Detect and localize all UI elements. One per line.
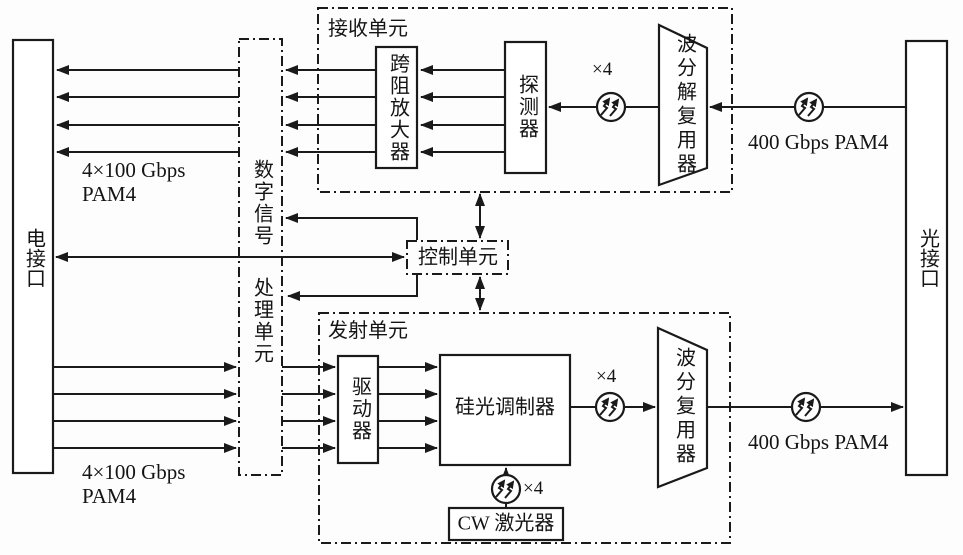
control-unit-label: 控制单元 xyxy=(418,246,498,269)
lane-rate-rx-line2: PAM4 xyxy=(82,182,137,207)
lane-rate-rx-line1: 4×100 Gbps xyxy=(82,158,186,182)
electrical-interface-label: 电接口 xyxy=(22,228,45,288)
demux-label: 波分解复用器 xyxy=(673,33,696,177)
detector-label: 探测器 xyxy=(515,74,538,140)
fiber-icon xyxy=(792,393,820,421)
lane-rate-tx-line2: PAM4 xyxy=(82,484,137,509)
aggregate-rate-label-rx: 400 Gbps PAM4 xyxy=(748,130,889,154)
laser-fiber-icon xyxy=(492,475,520,503)
times4-label-tx: ×4 xyxy=(596,366,617,387)
dsp-box xyxy=(238,38,283,476)
fiber-icon xyxy=(596,393,624,421)
transmitter-unit-label: 发射单元 xyxy=(328,320,408,342)
dsp-label-line2: 处理单元 xyxy=(250,277,273,365)
aggregate-rate-label-tx: 400 Gbps PAM4 xyxy=(748,430,889,454)
dsp-label-line1: 数字信号 xyxy=(250,159,273,247)
fiber-icon xyxy=(795,93,823,121)
tia-label: 跨阻放大器 xyxy=(386,53,409,163)
mux-label: 波分复用器 xyxy=(672,347,695,467)
receiver-unit-label: 接收单元 xyxy=(328,18,408,40)
transmitter-unit-box xyxy=(318,312,731,544)
optical-interface-label: 光接口 xyxy=(916,228,939,288)
times4-label-rx: ×4 xyxy=(592,59,613,80)
cw-laser-label: CW 激光器 xyxy=(457,512,555,535)
lane-rate-tx-line1: 4×100 Gbps xyxy=(82,460,186,484)
modulator-label: 硅光调制器 xyxy=(455,396,555,419)
fiber-icon xyxy=(597,93,625,121)
driver-label: 驱动器 xyxy=(348,376,371,442)
times4-label-laser: ×4 xyxy=(523,478,544,499)
